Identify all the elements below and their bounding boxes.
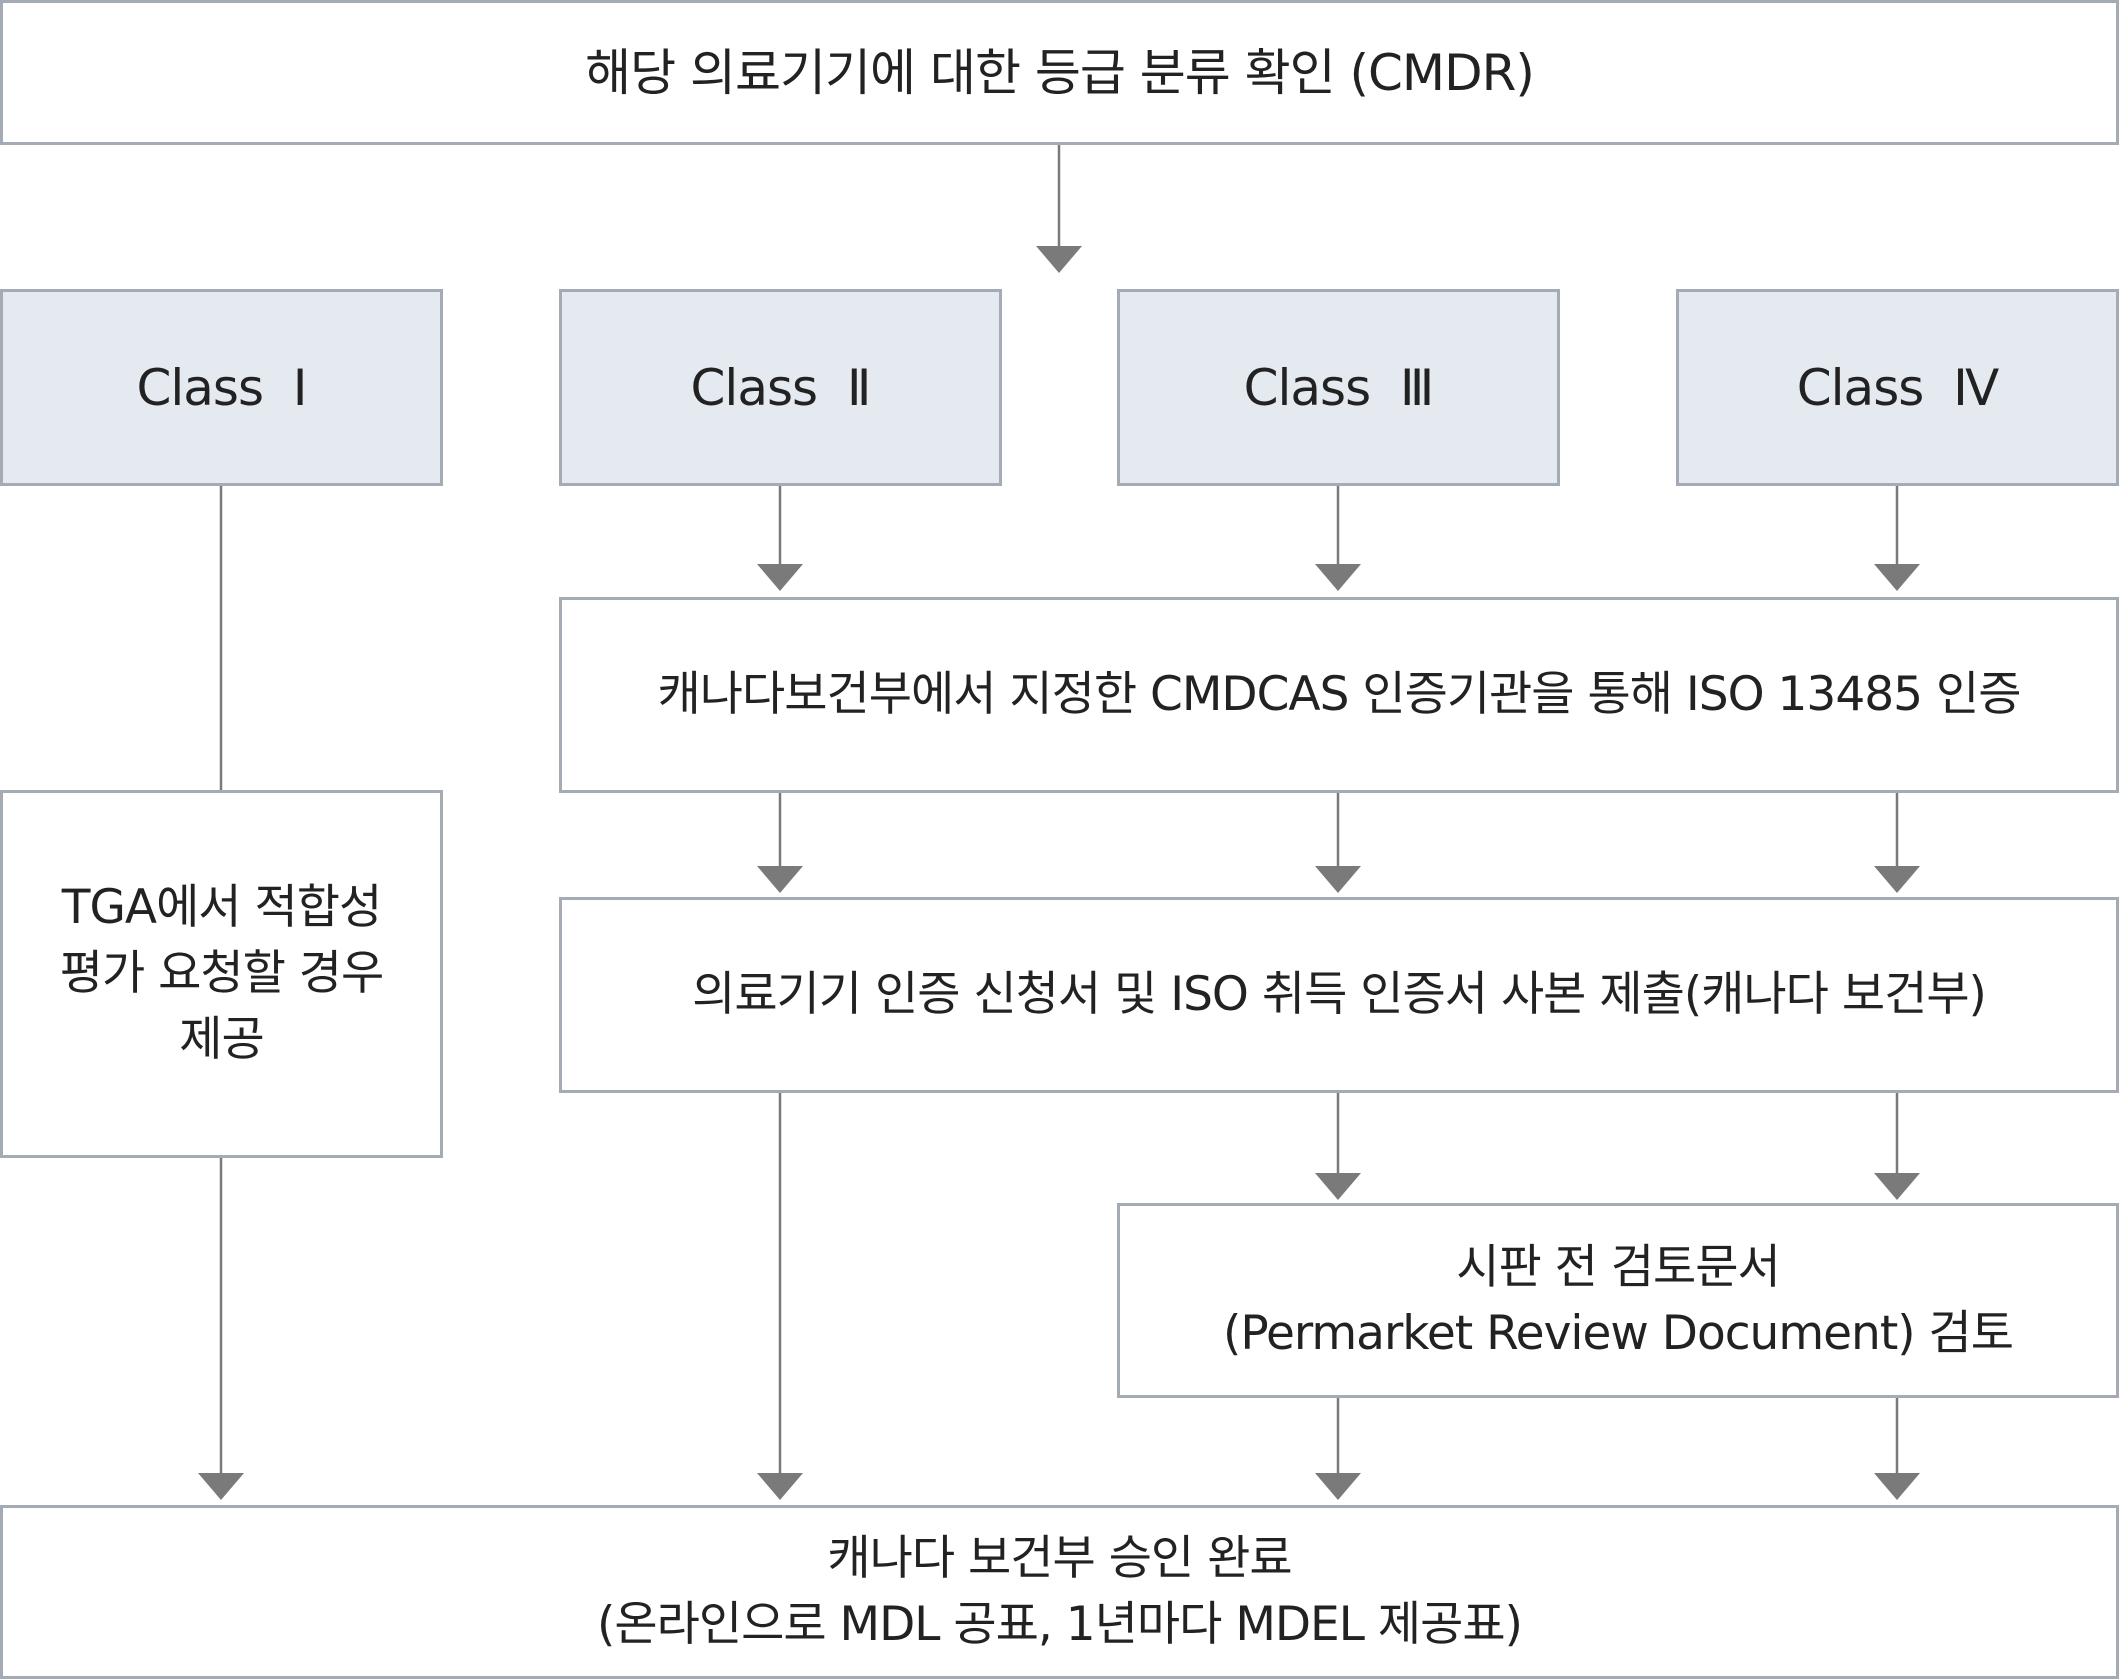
arrowhead-review-4 (1874, 1173, 1920, 1200)
class-3-box: Class Ⅲ (1117, 289, 1560, 486)
class-4-box: Class Ⅳ (1676, 289, 2119, 486)
tga-line-3: 제공 (179, 1011, 264, 1067)
tga-line-1: TGA에서 적합성 (61, 880, 382, 936)
arrowhead-app-4 (1874, 866, 1920, 893)
review-box: 시판 전 검토문서 (Permarket Review Document) 검토 (1117, 1203, 2119, 1398)
iso-cert-box: 캐나다보건부에서 지정한 CMDCAS 인증기관을 통해 ISO 13485 인… (559, 597, 2119, 793)
application-box: 의료기기 인증 신청서 및 ISO 취득 인증서 사본 제출(캐나다 보건부) (559, 897, 2119, 1093)
review-line-2: (Permarket Review Document) 검토 (1222, 1305, 2014, 1361)
arrowhead-app-2 (757, 866, 803, 893)
class-1-label: Class Ⅰ (136, 358, 307, 417)
review-line-1: 시판 전 검토문서 (1456, 1239, 1781, 1295)
class-1-box: Class Ⅰ (0, 289, 443, 486)
application-text: 의료기기 인증 신청서 및 ISO 취득 인증서 사본 제출(캐나다 보건부) (692, 967, 1987, 1023)
arrowhead-final-2 (757, 1473, 803, 1500)
classification-box: 해당 의료기기에 대한 등급 분류 확인 (CMDR) (0, 0, 2119, 145)
final-approval-box: 캐나다 보건부 승인 완료 (온라인으로 MDL 공표, 1년마다 MDEL 제… (0, 1505, 2119, 1679)
class-2-label: Class Ⅱ (690, 358, 872, 417)
arrowhead-iso-3 (1315, 564, 1361, 591)
arrowhead-top (1036, 246, 1082, 273)
arrowhead-review-3 (1315, 1173, 1361, 1200)
class-2-box: Class Ⅱ (559, 289, 1002, 486)
class-4-label: Class Ⅳ (1796, 358, 1999, 417)
iso-cert-text: 캐나다보건부에서 지정한 CMDCAS 인증기관을 통해 ISO 13485 인… (657, 667, 2022, 723)
final-line-1: 캐나다 보건부 승인 완료 (827, 1531, 1292, 1587)
arrowhead-app-3 (1315, 866, 1361, 893)
arrowhead-final-3 (1315, 1473, 1361, 1500)
tga-box: TGA에서 적합성 평가 요청할 경우 제공 (0, 790, 443, 1158)
arrowhead-final-4 (1874, 1473, 1920, 1500)
tga-line-2: 평가 요청할 경우 (59, 946, 385, 1002)
arrowhead-final-1 (198, 1473, 244, 1500)
arrowhead-iso-4 (1874, 564, 1920, 591)
classification-text: 해당 의료기기에 대한 등급 분류 확인 (CMDR) (585, 43, 1535, 102)
final-line-2: (온라인으로 MDL 공표, 1년마다 MDEL 제공표) (597, 1597, 1523, 1652)
class-3-label: Class Ⅲ (1243, 358, 1435, 417)
arrowhead-iso-2 (757, 564, 803, 591)
